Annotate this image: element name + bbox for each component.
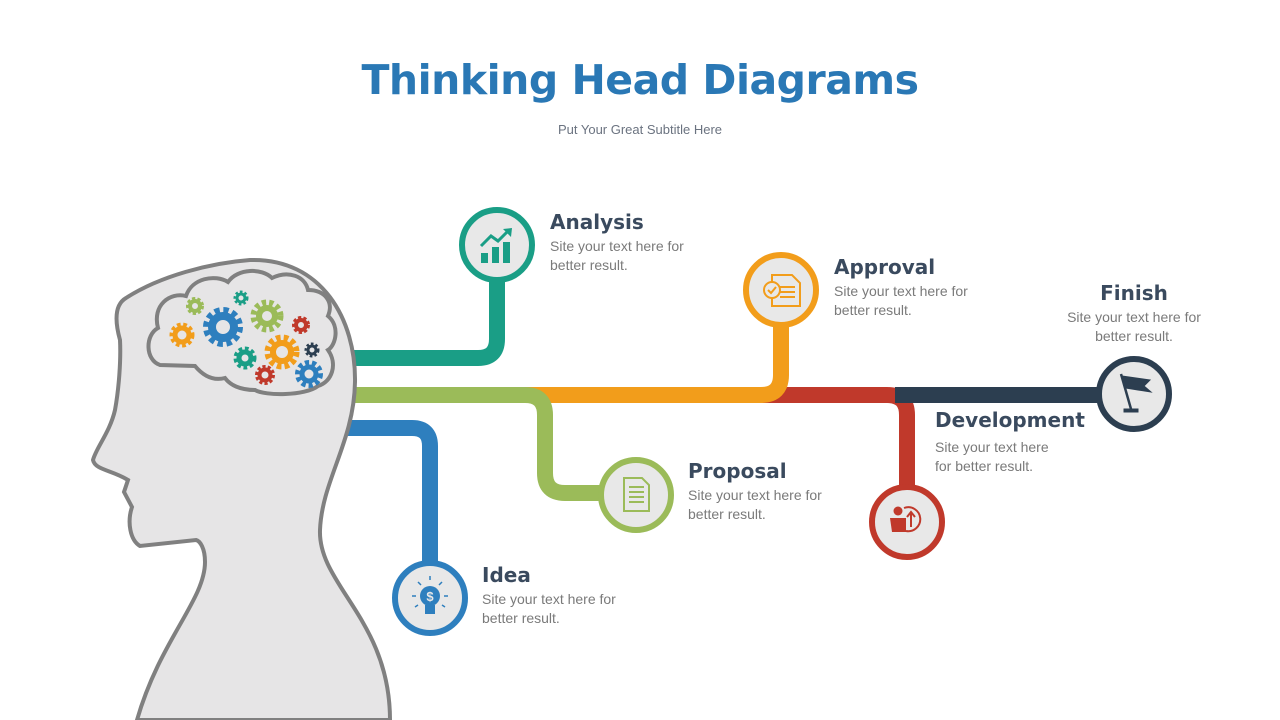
step-title: Idea — [482, 563, 531, 587]
node-development — [869, 484, 945, 560]
node-finish — [1096, 356, 1172, 432]
gear-icon — [250, 299, 284, 333]
person-growth-icon — [890, 506, 922, 533]
gear-icon — [295, 360, 323, 388]
page-title: Thinking Head Diagrams — [361, 56, 919, 104]
connector-idea — [345, 420, 438, 565]
lightbulb-dollar-icon: $ — [412, 576, 448, 614]
node-proposal — [598, 457, 674, 533]
connector-proposal — [350, 387, 602, 501]
connector-approval — [525, 322, 789, 403]
gear-icon — [233, 290, 249, 306]
node-analysis — [459, 207, 535, 283]
step-title: Approval — [834, 255, 936, 279]
step-title: Proposal — [688, 459, 787, 483]
gear-icon — [255, 365, 275, 385]
flag-icon — [1119, 373, 1153, 413]
gears — [169, 290, 323, 388]
step-title: Development — [935, 408, 1085, 432]
gear-icon — [169, 322, 195, 348]
document-icon — [623, 477, 650, 512]
step-title: Finish — [1100, 281, 1168, 305]
document-check-icon — [763, 274, 801, 307]
gear-icon — [304, 342, 320, 358]
page-subtitle: Put Your Great Subtitle Here — [557, 122, 723, 137]
gear-icon — [186, 297, 204, 315]
gear-icon — [233, 346, 257, 370]
gear-icon — [203, 307, 243, 347]
gear-icon — [292, 316, 310, 334]
svg-text:$: $ — [426, 589, 434, 604]
connector-analysis — [350, 275, 505, 366]
chart-growth-icon — [479, 228, 512, 263]
step-title: Analysis — [550, 210, 644, 234]
gear-icon — [264, 334, 300, 370]
